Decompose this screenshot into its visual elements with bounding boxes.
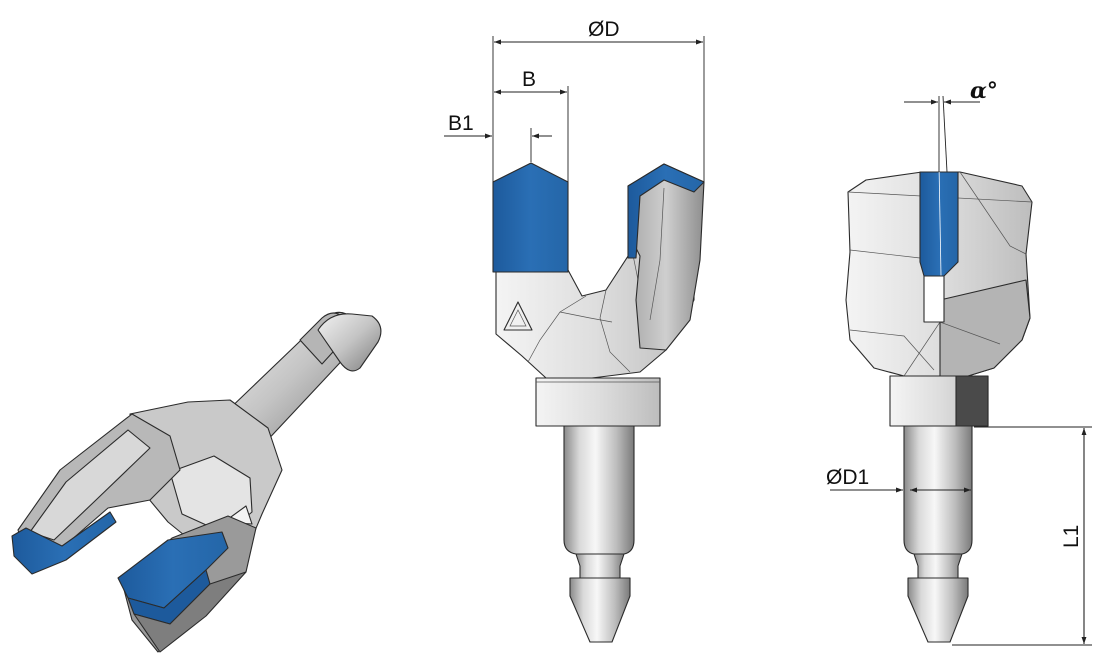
label-od: ØD [588, 18, 620, 41]
dimension-shank-length: L1 [952, 426, 1092, 646]
side-carbide [919, 171, 959, 277]
dimension-overall-diameter: ØD [492, 18, 705, 182]
label-od1: ØD1 [826, 466, 869, 489]
front-view [492, 162, 705, 643]
dimension-tip-width: B [494, 68, 569, 182]
iso-right-prong-lower [133, 571, 247, 653]
front-right-carbide [627, 163, 705, 259]
front-shank [563, 425, 635, 555]
iso-left-prong-face [29, 429, 151, 541]
side-collar-dark [955, 375, 989, 427]
side-view [845, 163, 1033, 643]
dimension-tip-offset: B1 [444, 112, 552, 162]
dimension-shank-diameter: ØD1 [826, 466, 971, 493]
label-l1: L1 [1060, 525, 1083, 548]
side-shank-groove [913, 553, 963, 579]
side-shank-tip [907, 577, 969, 643]
front-shank-groove [575, 553, 625, 579]
side-slot [923, 275, 945, 323]
front-shank-tip [569, 577, 631, 643]
label-alpha: α° [970, 78, 998, 104]
iso-shank-tip [317, 313, 382, 372]
front-marker-triangle [503, 301, 533, 331]
front-left-carbide [492, 162, 569, 273]
iso-left-carbide [11, 511, 117, 575]
label-b: B [522, 68, 536, 91]
label-b1: B1 [448, 112, 474, 135]
dimension-angle: α° [904, 78, 998, 173]
front-collar [535, 377, 661, 427]
isometric-view [11, 311, 382, 653]
side-body-shade [939, 279, 1031, 377]
iso-body-face [169, 455, 253, 535]
